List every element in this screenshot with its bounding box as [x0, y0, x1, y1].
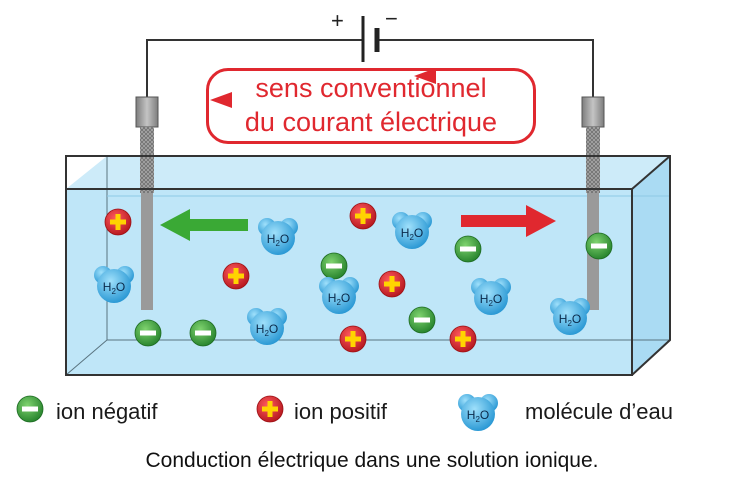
- green-arrow: [160, 209, 248, 241]
- current-arrow-right: [210, 92, 232, 108]
- current-label-line2: du courant électrique: [244, 107, 498, 137]
- left-wire: [146, 39, 362, 100]
- legend-water-label: molécule d’eau: [525, 399, 673, 424]
- water-molecule: H2O: [319, 277, 359, 314]
- positive-ion: [378, 270, 406, 298]
- water-molecule: H2O: [258, 218, 298, 255]
- negative-ion: [454, 235, 482, 263]
- water-formula: H2O: [559, 312, 581, 328]
- negative-ion: [408, 306, 436, 334]
- water-molecule: H2O: [550, 298, 590, 335]
- legend-negative-icon: [16, 395, 44, 423]
- battery-plus-sign: +: [331, 8, 344, 33]
- legend-water-icon: H2O: [458, 394, 498, 431]
- current-arrow-left: [414, 68, 436, 84]
- water-formula: H2O: [467, 408, 489, 424]
- positive-ion: [222, 262, 250, 290]
- left-electrode: [141, 193, 153, 310]
- water-formula: H2O: [103, 280, 125, 296]
- water-right-side: [632, 156, 670, 375]
- legend-positive-icon: [256, 395, 284, 423]
- positive-ion: [449, 325, 477, 353]
- water-formula: H2O: [328, 291, 350, 307]
- water-back: [66, 156, 670, 196]
- negative-ion: [189, 319, 217, 347]
- right-wire: [378, 39, 594, 100]
- water-formula: H2O: [480, 292, 502, 308]
- water-molecule: H2O: [392, 212, 432, 249]
- figure-caption: Conduction électrique dans une solution …: [145, 449, 599, 472]
- water-formula: H2O: [267, 232, 289, 248]
- current-direction-label: sens conventionnel du courant électrique: [206, 68, 536, 144]
- battery-minus-sign: −: [385, 6, 398, 31]
- positive-ion: [339, 325, 367, 353]
- left-electrode-mesh: [140, 127, 154, 193]
- water-molecule: H2O: [94, 266, 134, 303]
- right-electrode-cap: [581, 96, 605, 128]
- water-molecule: H2O: [247, 308, 287, 345]
- red-arrow: [461, 205, 556, 237]
- tank-top-right-edge: [631, 155, 671, 190]
- right-electrode-mesh: [586, 127, 600, 193]
- water-formula: H2O: [256, 322, 278, 338]
- left-electrode-cap: [135, 96, 159, 128]
- current-label-line1: sens conventionnel: [255, 73, 487, 103]
- negative-ion: [585, 232, 613, 260]
- positive-ion: [349, 202, 377, 230]
- legend-negative-label: ion négatif: [56, 399, 158, 424]
- legend-positive-label: ion positif: [294, 399, 387, 424]
- positive-ion: [104, 208, 132, 236]
- water-molecule: H2O: [471, 278, 511, 315]
- negative-ion: [320, 252, 348, 280]
- negative-ion: [134, 319, 162, 347]
- water-formula: H2O: [401, 226, 423, 242]
